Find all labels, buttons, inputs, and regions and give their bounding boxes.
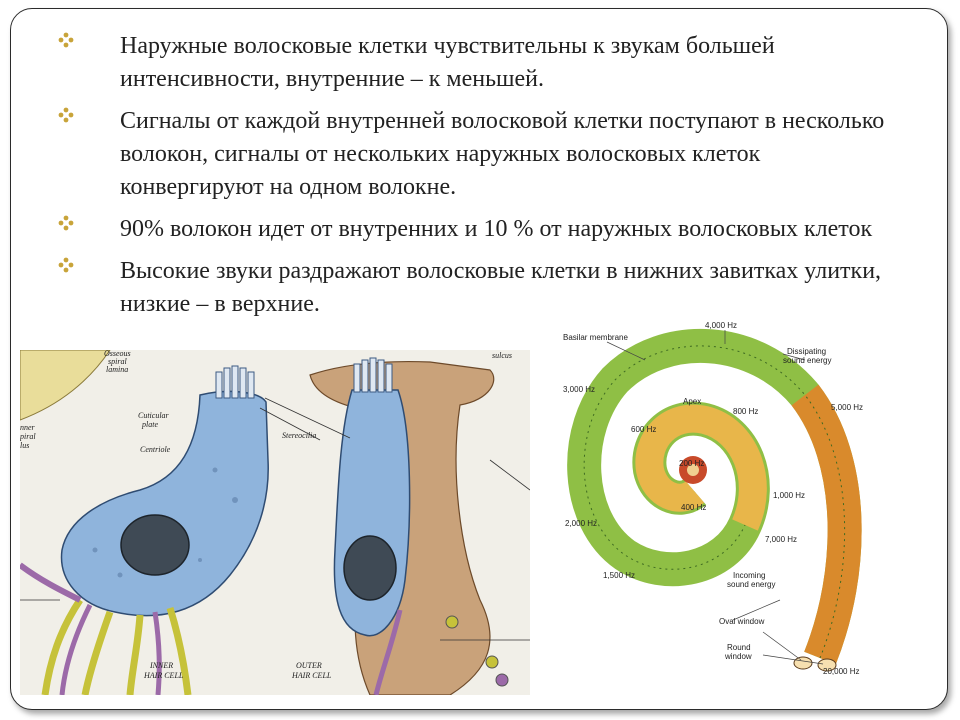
bullet-item: Сигналы от каждой внутренней волосковой …: [58, 105, 898, 204]
label-1500: 1,500 Hz: [603, 571, 635, 580]
hair-cell-illustration: Osseous spiral lamina Cuticular plate Ce…: [20, 350, 530, 695]
label-outer-hair-cell-2: HAIR CELL: [291, 671, 332, 680]
diamond-bullet-icon: [58, 215, 74, 231]
label-1000: 1,000 Hz: [773, 491, 805, 500]
label-800: 800 Hz: [733, 407, 758, 416]
bullet-item: Высокие звуки раздражают волосковые клет…: [58, 255, 898, 321]
label-centriole: Centriole: [140, 445, 171, 454]
label-edge-inner: nner: [20, 423, 36, 432]
label-200: 200 Hz: [679, 459, 704, 468]
bullet-item: Наружные волосковые клетки чувствительны…: [58, 30, 898, 96]
label-600: 600 Hz: [631, 425, 656, 434]
label-oval-window: Oval window: [719, 617, 765, 626]
label-stereocilia: Stereocilia: [282, 431, 316, 440]
label-incoming-2: sound energy: [727, 580, 775, 589]
label-inner-hair-cell-1: INNER: [149, 661, 173, 670]
label-lamina: lamina: [106, 365, 128, 374]
label-20000: 20,000 Hz: [823, 667, 859, 676]
label-4000: 4,000 Hz: [705, 321, 737, 330]
label-osseous: Osseous: [104, 350, 131, 358]
bullet-item: 90% волокон идет от внутренних и 10 % от…: [58, 213, 898, 246]
label-2000: 2,000 Hz: [565, 519, 597, 528]
bullet-text: Наружные волосковые клетки чувствительны…: [120, 33, 775, 92]
label-round-2: window: [724, 652, 752, 661]
label-inner-hair-cell-2: HAIR CELL: [143, 671, 184, 680]
label-edge-spiral: piral: [20, 432, 36, 441]
label-edge-lus: lus: [20, 441, 29, 450]
diamond-bullet-icon: [58, 107, 74, 123]
label-spiral: spiral: [108, 357, 127, 366]
bullet-list: Наружные волосковые клетки чувствительны…: [58, 30, 898, 330]
bullet-text: Сигналы от каждой внутренней волосковой …: [120, 108, 885, 200]
label-apex: Apex: [683, 397, 701, 406]
label-dissipating-1: Dissipating: [787, 347, 826, 356]
label-sulcus: sulcus: [492, 351, 512, 360]
bullet-text: Высокие звуки раздражают волосковые клет…: [120, 258, 882, 317]
label-3000: 3,000 Hz: [563, 385, 595, 394]
label-plate: plate: [141, 420, 158, 429]
label-incoming-1: Incoming: [733, 571, 765, 580]
diamond-bullet-icon: [58, 32, 74, 48]
label-400: 400 Hz: [681, 503, 706, 512]
label-outer-hair-cell-1: OUTER: [296, 661, 322, 670]
diamond-bullet-icon: [58, 257, 74, 273]
label-basilar-membrane: Basilar membrane: [563, 333, 628, 342]
bullet-text: 90% волокон идет от внутренних и 10 % от…: [120, 216, 873, 242]
label-round-1: Round: [727, 643, 751, 652]
cochlea-illustration: Basilar membrane 4,000 Hz Dissipating so…: [555, 320, 880, 695]
label-cuticular: Cuticular: [138, 411, 170, 420]
label-dissipating-2: sound energy: [783, 356, 831, 365]
label-7000: 7,000 Hz: [765, 535, 797, 544]
label-5000: 5,000 Hz: [831, 403, 863, 412]
